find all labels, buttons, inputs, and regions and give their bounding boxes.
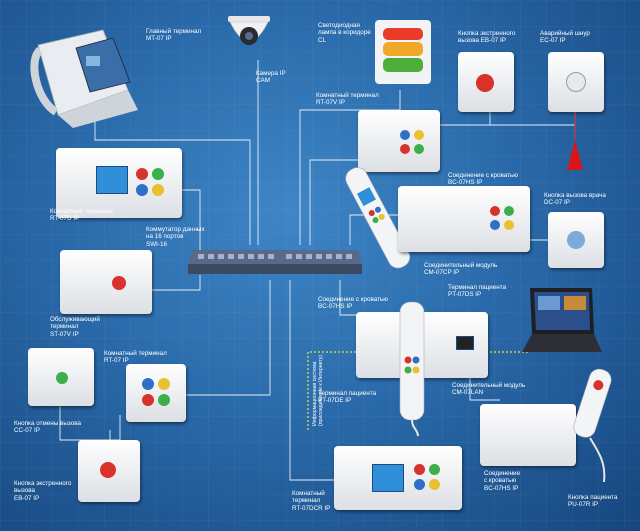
blue-button (136, 184, 148, 196)
green-button (56, 372, 68, 384)
yellow-button (158, 378, 170, 390)
handset-icon (573, 368, 612, 483)
green-button (152, 168, 164, 180)
red-button (400, 144, 410, 154)
laptop-device (512, 284, 604, 362)
doctor-call-icon (567, 231, 585, 249)
bed-connection-1-device (398, 186, 530, 252)
terminal-screen (96, 166, 128, 194)
handset-icon (399, 301, 425, 437)
laptop-icon (522, 288, 602, 352)
room-terminal-rt07d-device (56, 148, 182, 218)
bed-connection-3-device (480, 404, 576, 466)
room-terminal-rt07v-device (358, 110, 440, 172)
camera-device (222, 12, 276, 62)
red-button (136, 168, 148, 180)
emergency-button-device (458, 52, 514, 112)
patient-button-device (560, 364, 620, 484)
pull-cord-icon (566, 72, 586, 92)
blue-button (414, 479, 425, 490)
line-lamp (299, 90, 401, 245)
main-terminal-device (18, 20, 158, 130)
emergency-button-icon (100, 462, 116, 478)
red-button (112, 276, 126, 290)
line-bed2 (339, 280, 360, 316)
emergency-button-icon (476, 74, 494, 92)
yellow-button (429, 479, 440, 490)
network-switch-device (186, 246, 364, 276)
emergency-cord-device (548, 52, 604, 112)
dome-camera-icon (228, 16, 270, 45)
red-button (490, 206, 500, 216)
blue-button (400, 130, 410, 140)
terminal-screen (372, 464, 404, 492)
service-terminal-device (60, 250, 152, 314)
network-switch-icon (188, 250, 362, 274)
patient-terminal-pt07ds-device (340, 160, 420, 280)
led-lamp-icon (375, 20, 431, 84)
line-switch-down (185, 280, 271, 396)
blue-button (142, 378, 154, 390)
emergency-button-2-device (78, 440, 140, 502)
doctor-call-device (548, 212, 604, 268)
line-main-terminal (94, 120, 251, 245)
yellow-button (504, 220, 514, 230)
line-rt07d (180, 189, 201, 260)
patient-terminal-pt07de-device (388, 300, 438, 437)
line-rt07v (309, 159, 360, 245)
green-button (429, 464, 440, 475)
green-button (158, 394, 170, 406)
red-button (142, 394, 154, 406)
cancel-button-device (28, 348, 94, 406)
green-button (504, 206, 514, 216)
desk-phone-terminal-icon (30, 29, 138, 128)
corridor-lamp-device (373, 18, 433, 86)
yellow-button (152, 184, 164, 196)
line-service (150, 275, 201, 291)
yellow-button (414, 130, 424, 140)
label-information-system: Информационная система(присоединение к И… (312, 354, 324, 426)
red-button (414, 464, 425, 475)
line-rt07dcr (289, 280, 335, 481)
handset-icon (345, 167, 411, 269)
lan-port (456, 336, 474, 350)
room-terminal-rt07dcr-device (334, 446, 462, 510)
green-button (414, 144, 424, 154)
blue-button (490, 220, 500, 230)
connection-lines (59, 60, 576, 481)
room-terminal-rt07-device (126, 364, 186, 422)
cord-tassel (567, 112, 583, 170)
